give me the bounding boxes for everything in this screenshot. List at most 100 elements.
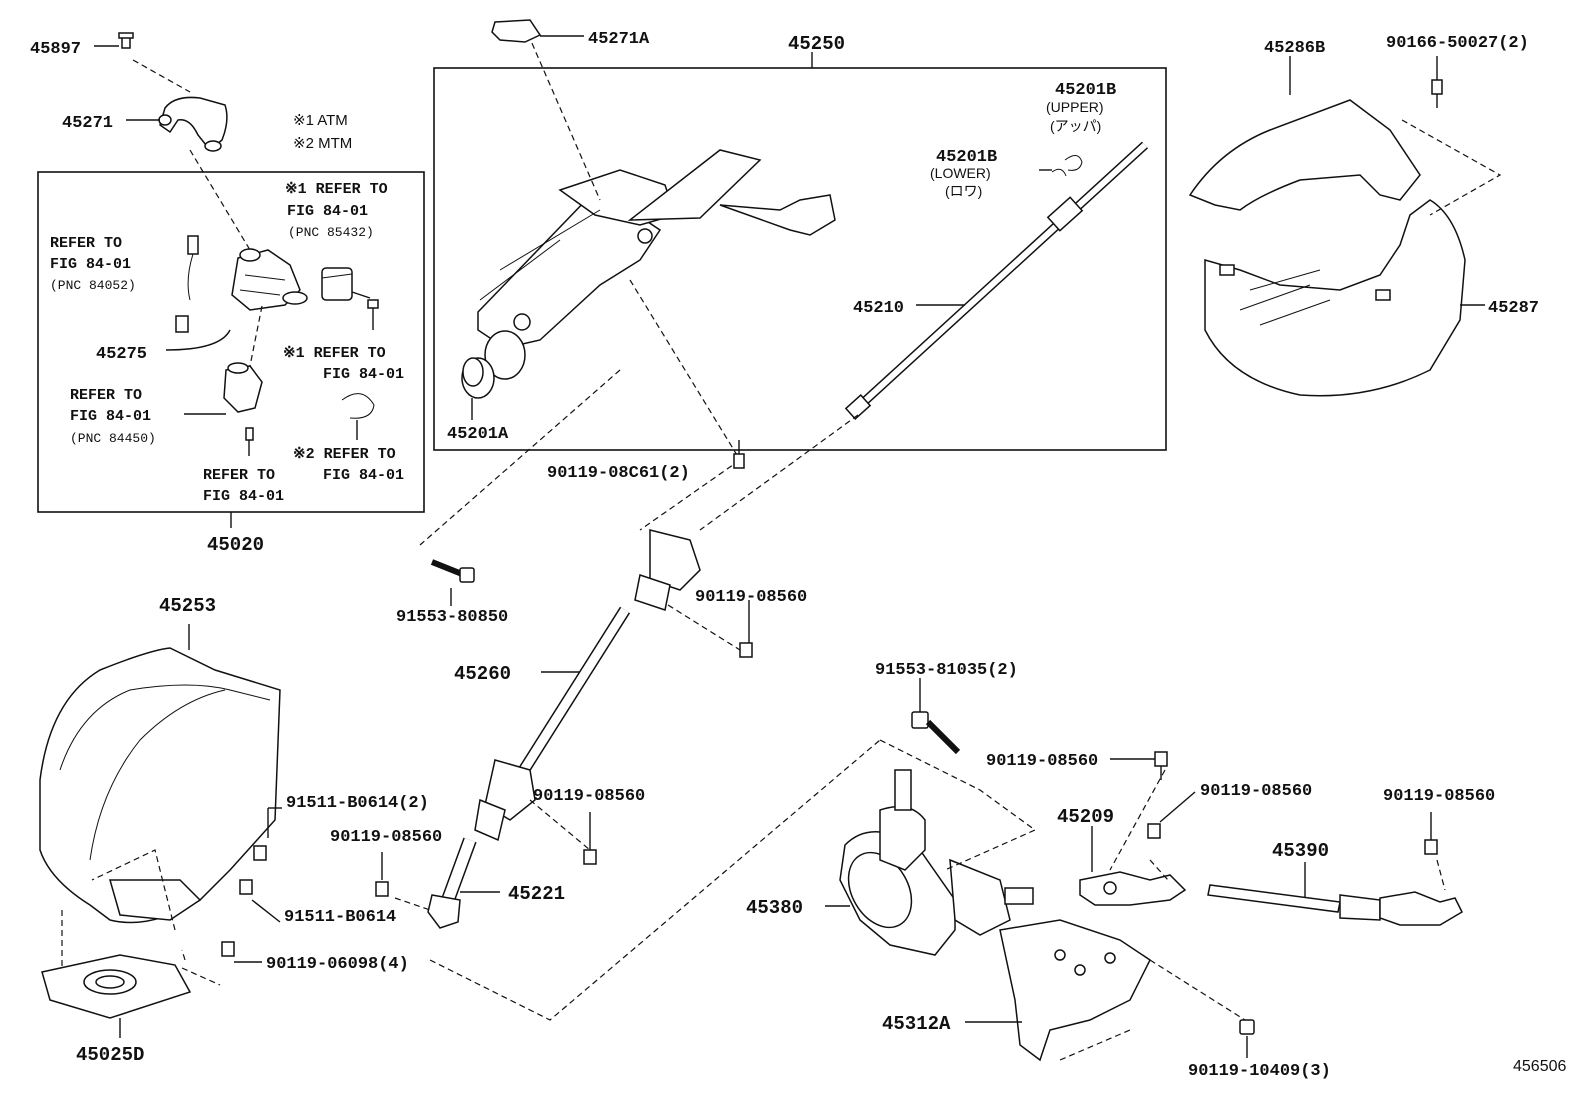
dash-08C61 [629,279,741,461]
bolt-icon-91511-2 [253,845,267,861]
label-45286B: 45286B [1264,39,1325,58]
dash-45312A [1059,959,1246,1061]
plate-icon [41,954,192,1019]
shaft-icon-45390 [1207,884,1463,926]
ref-atm-b: FIG 84-01 [323,366,404,383]
ref-84052-a: REFER TO [50,235,122,252]
dash-45025D [61,849,186,968]
bolt-icon-81035 [911,711,961,755]
column-icon [477,149,836,380]
label-90119-10409: 90119-10409(3) [1188,1062,1331,1081]
dash-08560-f [1436,859,1446,891]
intermediate-shaft-icon [474,529,701,842]
ref-84450-b: FIG 84-01 [70,408,151,425]
shaft-icon [844,141,1149,420]
bolt-icon-08560-a [739,642,753,658]
dash-45897 [132,59,191,93]
label-90119-08560-f: 90119-08560 [1383,787,1495,806]
leader-key-cylinder [351,291,371,299]
ref-mtm-b: FIG 84-01 [323,467,404,484]
ref-84450-a: REFER TO [70,387,142,404]
dash-08C61-lower [639,459,741,531]
bolt-icon-08C61 [733,440,745,469]
label-45253: 45253 [159,595,216,617]
ref-85432-a: ※1 REFER TO [285,181,388,198]
bolt-icon-06098 [221,941,235,957]
label-45271A: 45271A [588,30,650,49]
ref-84052-c: (PNC 84052) [50,278,136,293]
leader-45275 [165,329,231,351]
label-45275: 45275 [96,345,147,364]
label-45287: 45287 [1488,299,1539,318]
key-cylinder-icon [321,267,353,301]
note-mtm: ※2 MTM [293,135,352,152]
figure-number: 456506 [1513,1058,1566,1075]
gearbox-icon [839,769,1034,956]
lower-shaft-icon [427,837,477,929]
bracket-icon [999,919,1151,1062]
label-90119-06098: 90119-06098(4) [266,955,409,974]
dash-gearbox [879,739,1037,871]
bolt-icon-08560-b [375,881,389,897]
label-90119-08560-a: 90119-08560 [695,588,807,607]
dash-45271 [189,149,251,251]
label-45201B-lower-jp: (ロワ) [945,183,982,199]
label-90166: 90166-50027(2) [1386,34,1529,53]
label-91553-80850: 91553-80850 [396,608,508,627]
joint-icon [1079,871,1187,906]
connector-icon [175,235,199,333]
dash-90166 [1401,119,1502,216]
screw-icon-switch [367,299,379,330]
label-90119-08560-d: 90119-08560 [986,752,1098,771]
small-screw-icon [245,427,254,456]
label-90119-08560-c: 90119-08560 [533,787,645,806]
bolt-icon-10409 [1239,1019,1255,1035]
dash-80850 [419,369,621,546]
snap-ring-icon [1051,155,1083,177]
bolt-icon-91511 [239,879,253,895]
ignition-switch-icon [231,248,308,311]
label-91511-B0614: 91511-B0614 [284,908,396,927]
clip-icon [491,19,542,43]
dash-06098 [181,967,221,986]
label-45201B-lower: 45201B [936,148,997,167]
label-45897: 45897 [30,40,81,59]
note-atm: ※1 ATM [293,112,348,129]
ref-84450-c: (PNC 84450) [70,431,156,446]
label-45201B-lower-en: (LOWER) [930,165,991,181]
ref-screw-b: FIG 84-01 [203,488,284,505]
dash-frame-lower [429,739,881,1021]
label-45201A: 45201A [447,425,509,444]
label-45201B-upper-jp: (アッパ) [1050,118,1101,134]
transponder-icon [223,362,263,413]
bushing-icon [461,357,495,399]
leader-08560-e [1159,791,1196,823]
label-45380: 45380 [746,897,803,919]
dash-08560-a [667,604,741,651]
leader-91511 [251,899,281,923]
label-90119-08C61: 90119-08C61(2) [547,464,690,483]
label-45210: 45210 [853,299,904,318]
dash-45209 [1109,769,1169,881]
ref-screw-a: REFER TO [203,467,275,484]
bolt-icon-08560-e [1147,823,1161,839]
label-91511-B0614-2: 91511-B0614(2) [286,794,429,813]
label-45201B: 45201B [1055,81,1116,100]
ref-atm-a: ※1 REFER TO [283,345,386,362]
label-90119-08560-b: 90119-08560 [330,828,442,847]
column-assembly-box [433,67,1167,451]
bolt-icon-08560-c [583,849,597,865]
bolt-icon-08560-d [1154,751,1168,780]
dash-45271A [527,33,601,201]
label-91553-81035: 91553-81035(2) [875,661,1018,680]
label-90119-08560-e: 90119-08560 [1200,782,1312,801]
label-45025D: 45025D [76,1044,144,1066]
label-45271: 45271 [62,114,113,133]
bolt-icon-91553-80850 [430,559,475,583]
clamp-icon [158,96,228,152]
cover-icon-45253 [39,647,281,924]
dash-08560-b [394,897,431,911]
label-45221: 45221 [508,883,565,905]
label-45201B-upper: (UPPER) [1046,99,1104,115]
